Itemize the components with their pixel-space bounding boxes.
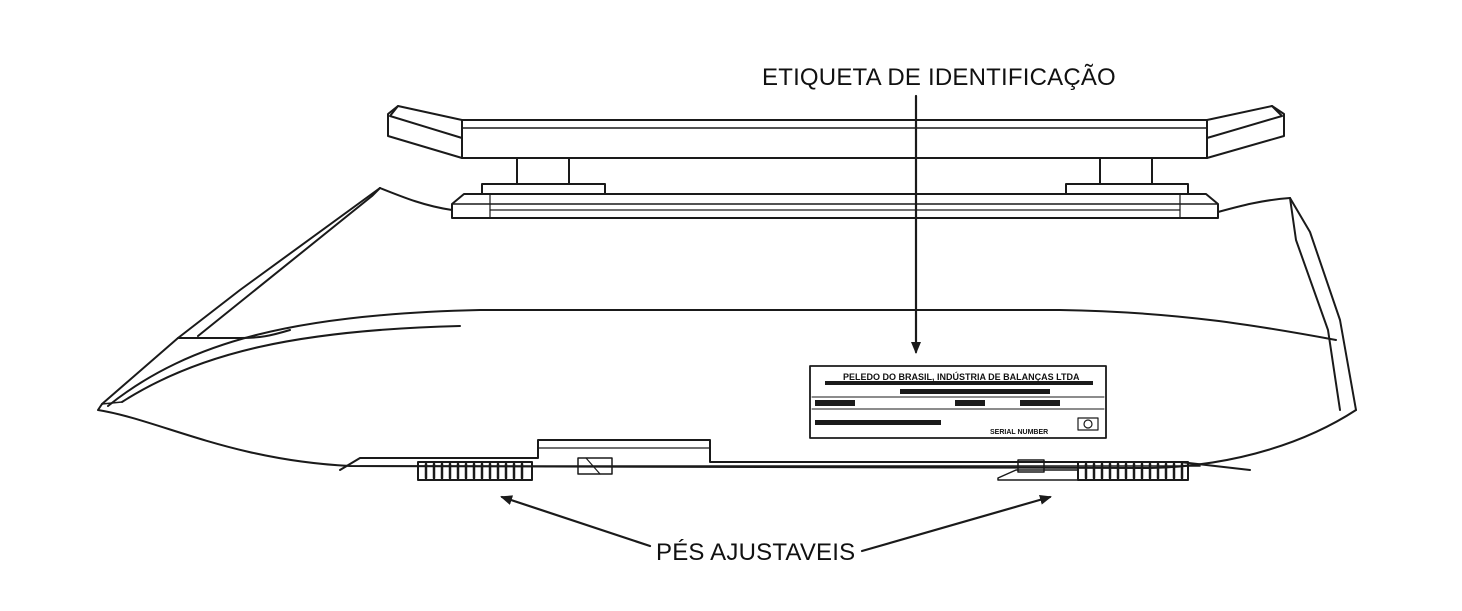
platter-support-left <box>481 157 606 195</box>
identification-plate <box>809 365 1107 439</box>
platter-base-tray <box>451 193 1219 219</box>
plate-manufacturer-text: PELEDO DO BRASIL, INDÚSTRIA DE BALANÇAS … <box>843 372 1080 382</box>
plate-print-bars <box>815 381 1093 425</box>
adjustable-foot-left <box>417 461 533 481</box>
adjustable-foot-right <box>997 459 1189 481</box>
callout-arrow-right-foot <box>860 494 1052 553</box>
identification-label-callout: ETIQUETA DE IDENTIFICAÇÃO <box>762 64 1116 91</box>
callout-arrow-left-foot <box>500 495 652 548</box>
scale-body <box>97 187 1357 469</box>
weighing-platter <box>387 105 1285 159</box>
plate-serial-text: SERIAL NUMBER <box>990 429 1049 436</box>
platter-support-right <box>1065 157 1189 195</box>
adjustable-feet-callout: PÉS AJUSTAVEIS <box>656 539 856 566</box>
